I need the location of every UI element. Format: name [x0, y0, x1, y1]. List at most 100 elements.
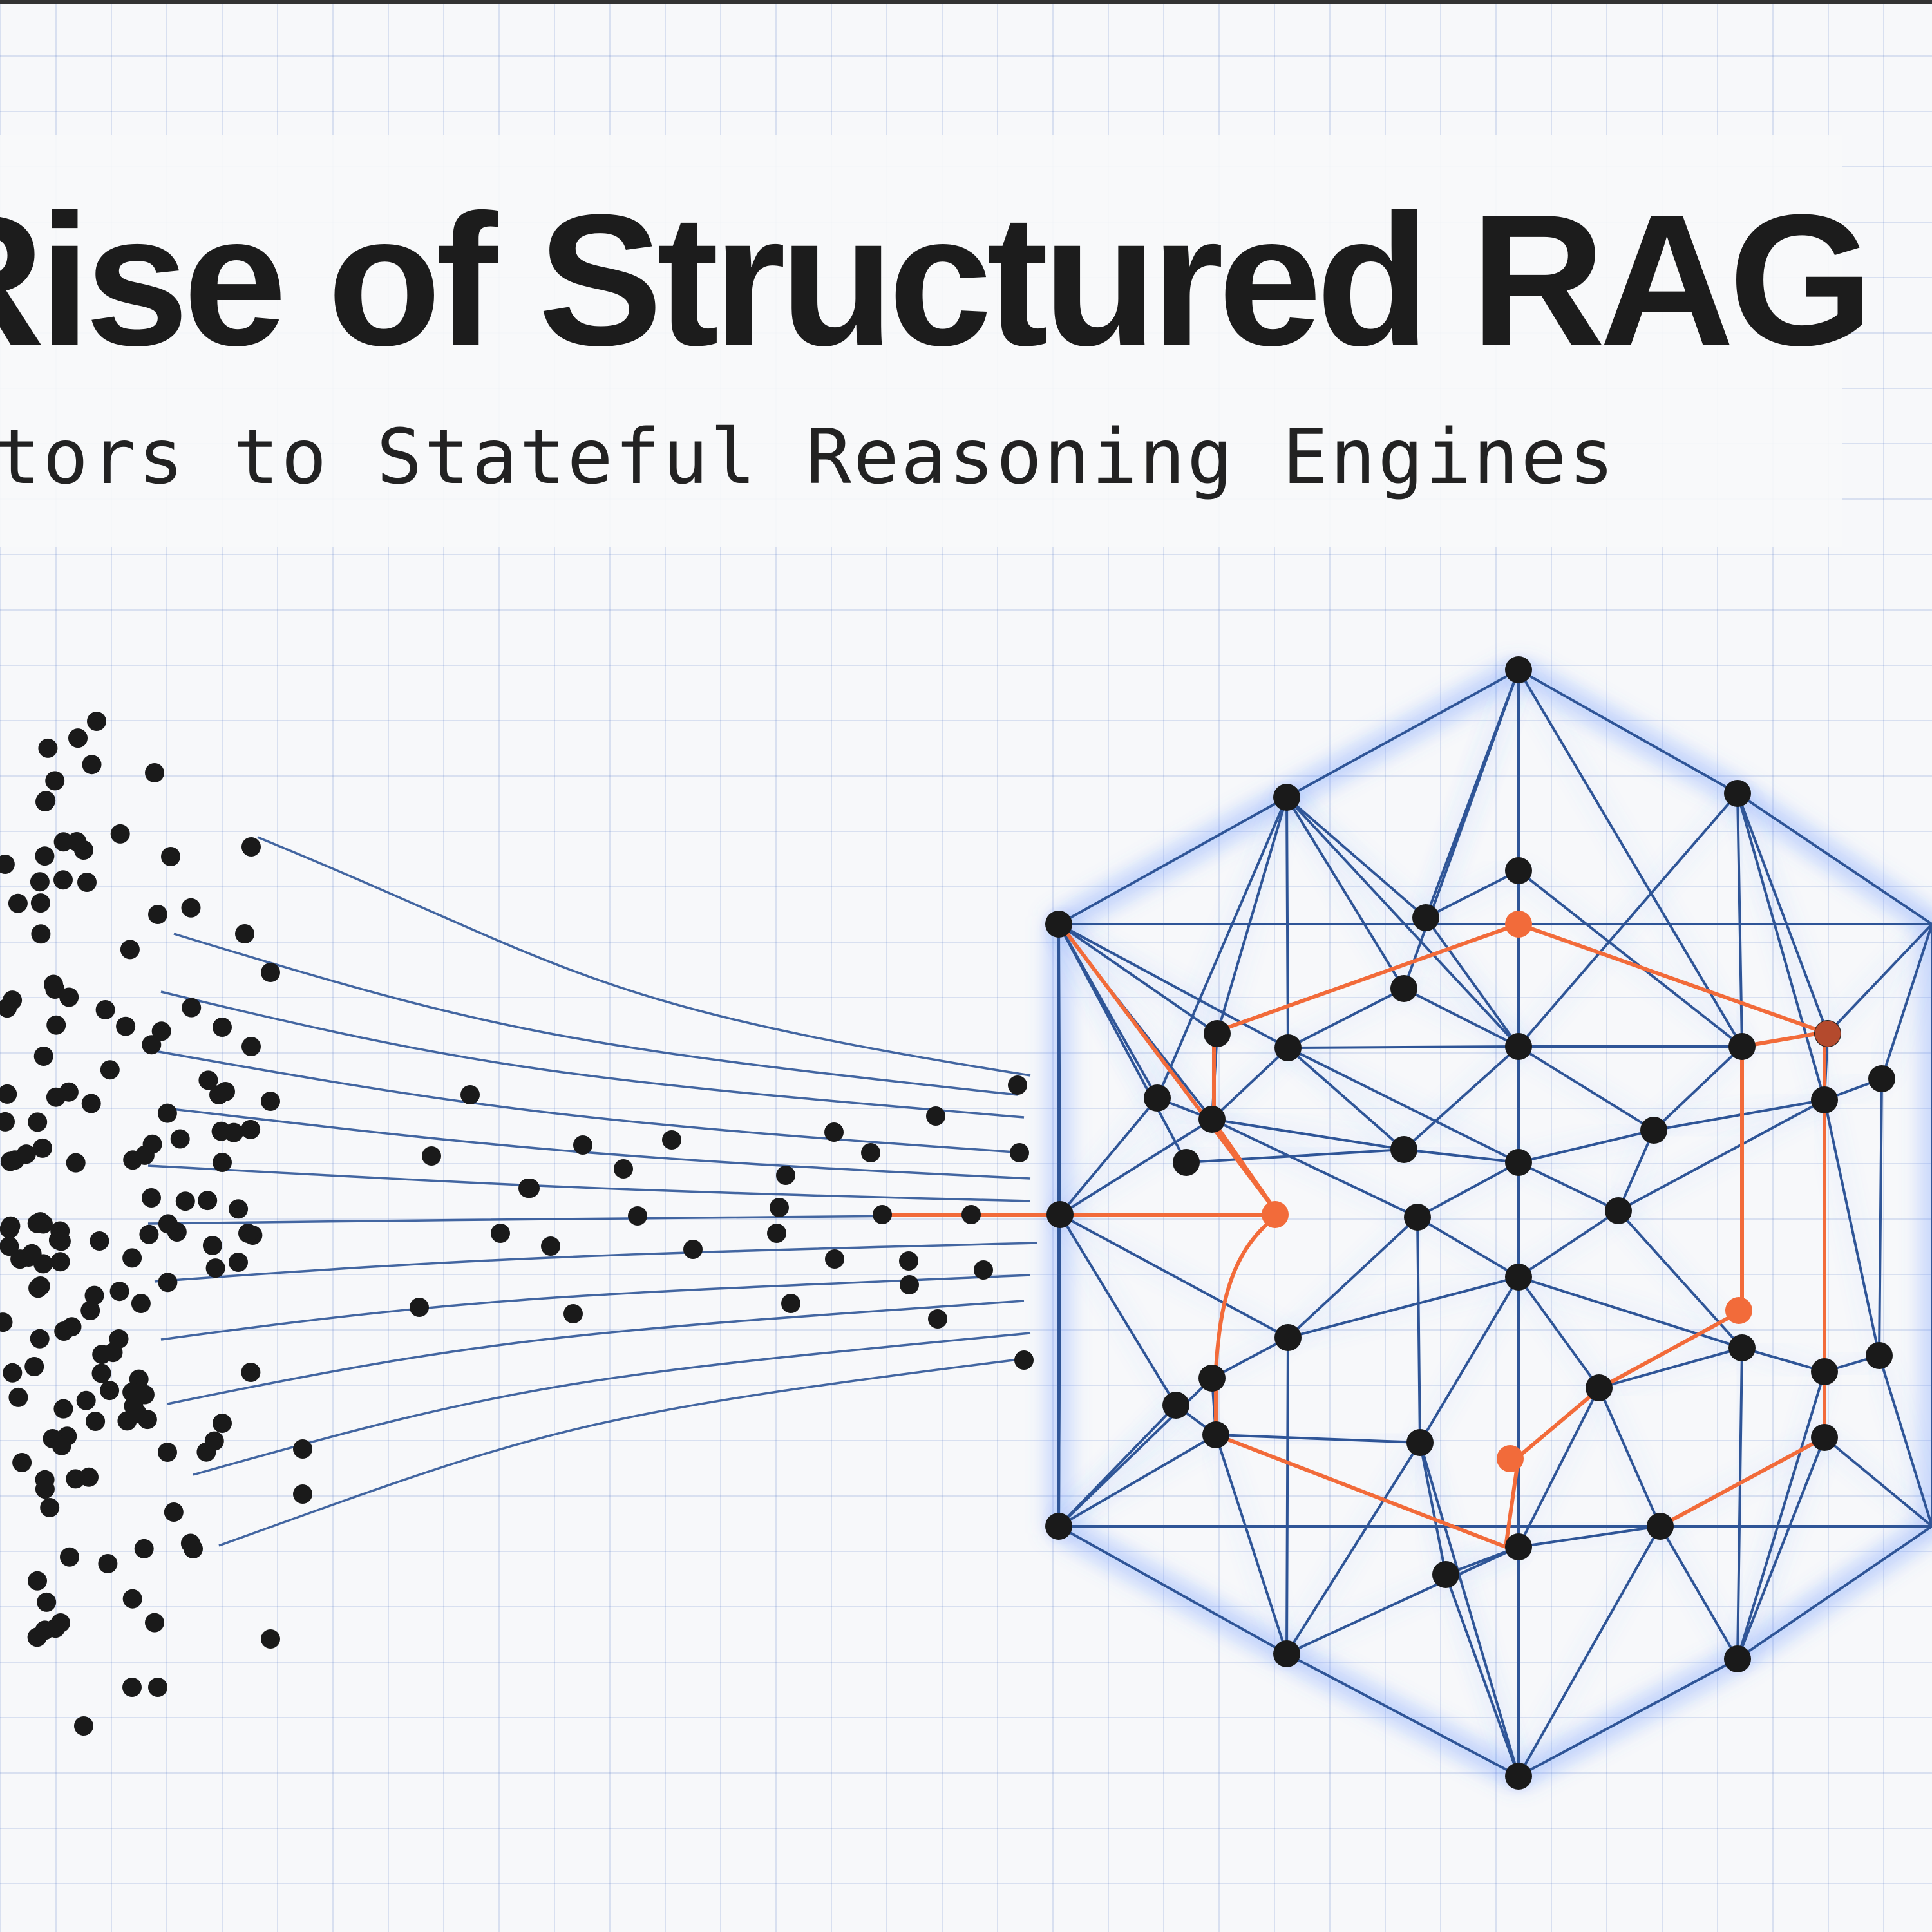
vector-point: [211, 1121, 231, 1141]
vector-point: [175, 1191, 195, 1211]
vector-point: [12, 1453, 32, 1472]
reasoning-node: [1497, 1445, 1524, 1472]
vector-point: [10, 1249, 30, 1269]
vector-point: [770, 1198, 789, 1217]
vector-flow-line: [147, 1164, 1031, 1202]
graph-edge: [1211, 1118, 1405, 1151]
vector-point: [0, 855, 15, 874]
vector-point: [181, 898, 201, 918]
vector-point: [110, 824, 130, 844]
vector-point: [60, 1547, 79, 1567]
vector-point: [145, 763, 164, 782]
vector-point: [293, 1484, 312, 1504]
vector-point: [120, 940, 140, 960]
graph-node: [1045, 1513, 1072, 1540]
vector-point: [198, 1191, 218, 1211]
graph-node: [1274, 1034, 1302, 1061]
vector-point: [261, 963, 280, 982]
graph-edge: [1287, 1046, 1405, 1151]
vector-point: [926, 1106, 945, 1126]
vector-point: [213, 1414, 232, 1433]
page-subtitle: Vectors to Stateful Reasoning Engines: [0, 412, 1616, 501]
vector-point: [53, 832, 73, 852]
graph-nodes: [410, 656, 1895, 1790]
graph-edge: [1653, 1045, 1743, 1132]
graph-edge: [1057, 1434, 1217, 1528]
vector-point: [216, 1082, 235, 1101]
graph-edge: [1416, 1161, 1520, 1218]
graph-edge: [1287, 1276, 1520, 1339]
graph-edge: [1517, 1276, 1743, 1349]
graph-node: [1505, 1033, 1532, 1060]
graph-edge: [1285, 1653, 1520, 1777]
vector-point: [33, 1138, 52, 1158]
vector-point: [98, 1554, 118, 1573]
vector-flow-line: [160, 990, 1025, 1119]
graph-edge: [1287, 1045, 1520, 1049]
vector-point: [196, 1442, 216, 1462]
vector-point: [66, 1469, 86, 1489]
vector-point: [38, 738, 58, 758]
vector-flow-line: [160, 1106, 1031, 1180]
vector-point: [825, 1249, 844, 1269]
vector-point: [90, 1231, 109, 1251]
vector-flow-line: [147, 1213, 1044, 1225]
vector-point: [781, 1294, 800, 1313]
vector-point: [776, 1166, 795, 1185]
vector-point: [109, 1282, 129, 1302]
vector-point: [87, 712, 106, 731]
graph-edge: [1517, 1525, 1662, 1548]
graph-edge: [1736, 792, 1826, 1101]
graph-edge: [1057, 796, 1288, 925]
graph-edge: [1215, 1434, 1288, 1655]
graph-node: [1605, 1197, 1632, 1224]
graph-node: [1724, 1645, 1751, 1672]
vector-point: [8, 1387, 28, 1407]
graph-edge: [1057, 923, 1188, 1164]
vector-point: [139, 1224, 159, 1244]
vector-point: [100, 1060, 120, 1080]
graph-edge: [1057, 923, 1218, 1035]
vector-flow-line: [257, 836, 1031, 1077]
vector-point: [92, 1345, 112, 1365]
vector-point: [35, 1470, 55, 1490]
graph-node: [1647, 1513, 1674, 1540]
graph-edge: [1285, 1441, 1421, 1655]
graph-edge: [1403, 1045, 1520, 1151]
graph-edge: [1419, 1441, 1447, 1576]
graph-edge: [1057, 1525, 1288, 1655]
vector-point: [873, 1205, 892, 1224]
vector-point: [213, 1018, 232, 1037]
graph-edge: [1826, 923, 1932, 1035]
graph-node: [1505, 857, 1532, 884]
vector-point: [182, 998, 202, 1018]
top-rule: [0, 0, 1932, 4]
vector-point: [142, 1035, 162, 1055]
graph-node: [1162, 1392, 1189, 1419]
vector-flow-line: [154, 1242, 1037, 1283]
vector-point: [242, 1037, 261, 1056]
graph-node: [1728, 1334, 1756, 1361]
vector-point: [28, 1571, 47, 1591]
graph-node: [1505, 1264, 1532, 1291]
graph-edge: [1211, 1118, 1419, 1218]
graph-edge: [1425, 916, 1520, 1048]
graph-node: [1274, 1324, 1302, 1351]
graph-edge: [1741, 1347, 1826, 1373]
vector-point: [422, 1146, 441, 1166]
vector-point: [541, 1236, 560, 1256]
graph-node: [1144, 1084, 1171, 1112]
vector-point: [899, 1251, 918, 1271]
graph-node: [1811, 1424, 1838, 1451]
reasoning-node: [1725, 1297, 1752, 1324]
graph-edge: [1403, 1148, 1520, 1164]
vector-point: [928, 1309, 947, 1329]
vector-point: [51, 1231, 71, 1251]
vector-point: [122, 1589, 142, 1609]
graph-edge: [1736, 1347, 1743, 1660]
vector-point: [157, 1103, 177, 1123]
vector-point: [861, 1143, 880, 1162]
vector-point: [122, 1382, 142, 1402]
graph-edge: [1287, 1046, 1520, 1164]
vector-point: [0, 1236, 19, 1256]
